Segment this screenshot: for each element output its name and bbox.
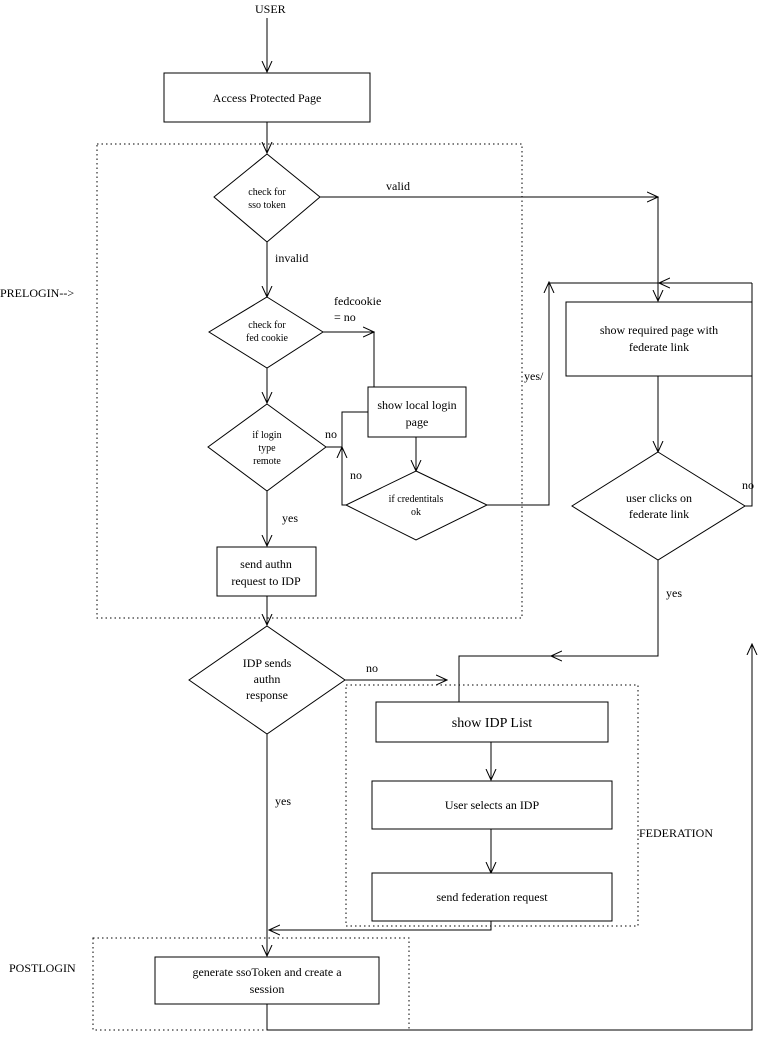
generate-token-line2: session bbox=[250, 982, 285, 996]
postlogin-label: POSTLOGIN bbox=[9, 961, 76, 975]
send-federation-label: send federation request bbox=[436, 890, 548, 904]
edge-federation-to-generate bbox=[270, 921, 492, 931]
check-sso-line1: check for bbox=[248, 187, 286, 198]
send-authn-box bbox=[216, 546, 317, 597]
federation-region bbox=[345, 684, 639, 927]
prelogin-label: PRELOGIN--> bbox=[0, 286, 74, 300]
fedcookie-label-line2: = no bbox=[334, 310, 356, 324]
user-selects-idp-box bbox=[371, 780, 613, 830]
credentials-no-label: no bbox=[350, 468, 362, 482]
send-authn-line1: send authn bbox=[240, 557, 292, 571]
fedcookie-label-line1: fedcookie bbox=[334, 294, 381, 308]
generate-token-box bbox=[154, 956, 380, 1005]
idp-yes-label: yes bbox=[275, 794, 291, 808]
postlogin-region bbox=[92, 937, 410, 1031]
clicks-no-label: no bbox=[742, 478, 754, 492]
edge-credentials-yes-line bbox=[487, 283, 550, 506]
check-sso-decision bbox=[213, 153, 321, 243]
access-page-label: Access Protected Page bbox=[213, 91, 322, 105]
login-type-line1: if login bbox=[252, 430, 281, 441]
check-fed-decision bbox=[208, 296, 324, 369]
access-page-box bbox=[163, 72, 371, 123]
user-clicks-decision bbox=[571, 451, 746, 561]
credentials-line1: if credentitals bbox=[389, 494, 444, 505]
show-idp-list-label: show IDP List bbox=[452, 716, 532, 731]
login-type-decision bbox=[207, 403, 327, 492]
login-type-yes-label: yes bbox=[282, 511, 298, 525]
show-local-login-line2: page bbox=[406, 415, 429, 429]
check-fed-line1: check for bbox=[248, 320, 286, 331]
edge-generate-return bbox=[266, 645, 753, 1031]
user-clicks-line1: user clicks on bbox=[626, 491, 692, 505]
login-type-line2: type bbox=[258, 443, 276, 454]
login-type-line3: remote bbox=[253, 456, 281, 467]
prelogin-region bbox=[96, 143, 523, 619]
federation-label: FEDERATION bbox=[639, 826, 713, 840]
show-local-login-line1: show local login bbox=[377, 398, 456, 412]
idp-sends-line3: response bbox=[246, 688, 288, 702]
edge-clicks-yes bbox=[458, 560, 659, 702]
user-selects-idp-label: User selects an IDP bbox=[445, 798, 540, 812]
show-idp-list-box bbox=[375, 701, 609, 743]
send-authn-line2: request to IDP bbox=[231, 574, 301, 588]
check-fed-line2: fed cookie bbox=[246, 333, 288, 344]
generate-token-line1: generate ssoToken and create a bbox=[192, 965, 342, 979]
user-label: USER bbox=[255, 2, 286, 16]
idp-no-label: no bbox=[366, 661, 378, 675]
edge-fedcookie-no bbox=[323, 331, 375, 387]
show-required-page-line2: federate link bbox=[629, 340, 689, 354]
show-local-login-box bbox=[367, 386, 467, 438]
invalid-label: invalid bbox=[275, 251, 308, 265]
idp-sends-decision bbox=[188, 625, 346, 735]
show-required-page-line1: show required page with bbox=[600, 323, 718, 337]
show-required-page-box bbox=[565, 301, 753, 377]
user-clicks-line2: federate link bbox=[629, 507, 689, 521]
credentials-decision bbox=[344, 470, 489, 541]
clicks-yes-label: yes bbox=[666, 586, 682, 600]
edge-credentials-no-line bbox=[341, 447, 346, 506]
idp-sends-line2: authn bbox=[254, 672, 281, 686]
send-federation-box bbox=[371, 872, 613, 922]
check-sso-line2: sso token bbox=[248, 200, 286, 211]
credentials-line2: ok bbox=[411, 507, 421, 518]
login-type-no-label: no bbox=[325, 427, 337, 441]
valid-label: valid bbox=[386, 179, 410, 193]
credentials-yes-label: yes/ bbox=[524, 369, 544, 383]
edge-logintype-no bbox=[326, 411, 368, 448]
idp-sends-line1: IDP sends bbox=[243, 656, 292, 670]
